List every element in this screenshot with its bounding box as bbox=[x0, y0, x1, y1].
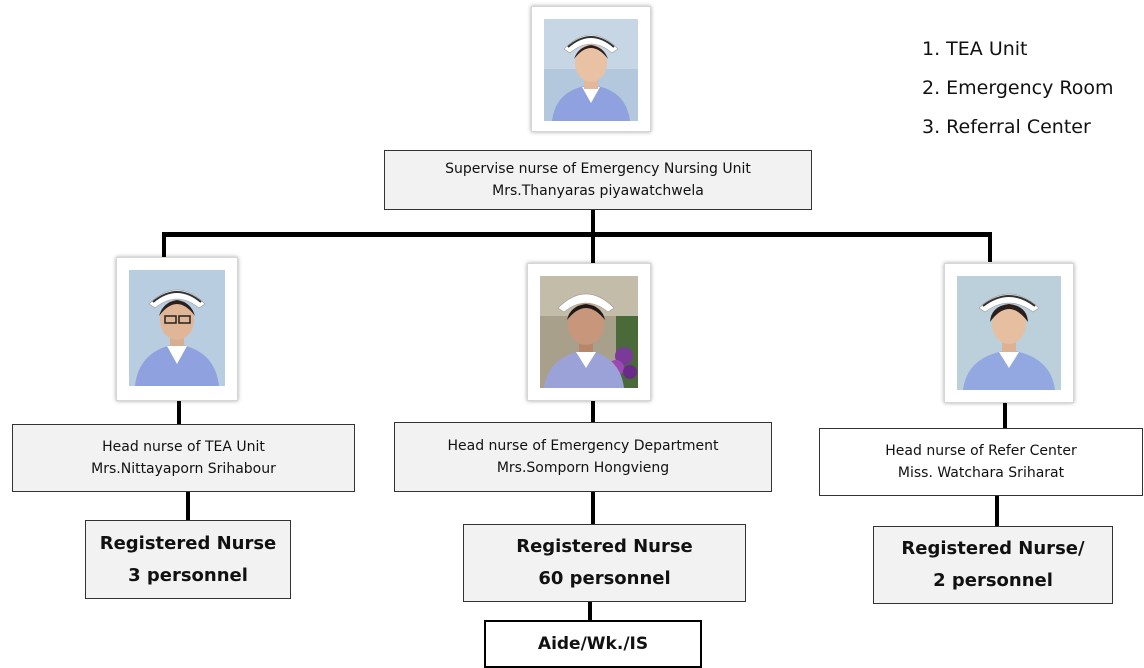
refer-staff-role: Registered Nurse/ bbox=[901, 538, 1085, 559]
tea-staff-count: 3 personnel bbox=[128, 564, 248, 586]
connector-er-photo-to-head bbox=[591, 398, 595, 422]
er-head-box: Head nurse of Emergency Department Mrs.S… bbox=[394, 422, 772, 492]
nurse-portrait-icon bbox=[544, 19, 638, 121]
refer-head-box: Head nurse of Refer Center Miss. Watchar… bbox=[819, 428, 1143, 496]
legend-item-tea-unit: 1. TEA Unit bbox=[922, 38, 1028, 60]
connector-bar-to-er bbox=[591, 232, 595, 264]
tea-staff-role: Registered Nurse bbox=[99, 532, 277, 554]
connector-tea-head-to-staff bbox=[186, 492, 190, 520]
supervisor-name: Mrs.Thanyaras piyawatchwela bbox=[492, 183, 704, 199]
legend-item-emergency-room: 2. Emergency Room bbox=[922, 77, 1114, 99]
supervisor-box: Supervise nurse of Emergency Nursing Uni… bbox=[384, 150, 812, 210]
er-head-name: Mrs.Somporn Hongvieng bbox=[496, 460, 670, 476]
connector-er-head-to-staff bbox=[591, 492, 595, 524]
nurse-portrait-icon bbox=[540, 276, 638, 388]
er-staff-count: 60 personnel bbox=[538, 568, 671, 589]
er-head-title: Head nurse of Emergency Department bbox=[447, 438, 719, 454]
nurse-portrait-icon bbox=[957, 276, 1061, 390]
connector-tea-photo-to-head bbox=[177, 398, 181, 424]
connector-bar-to-refer bbox=[988, 232, 992, 262]
connector-bar-to-tea bbox=[162, 232, 166, 260]
connector-refer-photo-to-head bbox=[1003, 400, 1007, 428]
refer-head-title: Head nurse of Refer Center bbox=[885, 443, 1077, 459]
er-head-photo bbox=[527, 263, 651, 401]
connector-supervisor-to-bar bbox=[591, 208, 595, 234]
refer-staff-box: Registered Nurse/ 2 personnel bbox=[873, 526, 1113, 604]
tea-head-photo bbox=[116, 257, 238, 401]
tea-head-title: Head nurse of TEA Unit bbox=[102, 439, 265, 455]
refer-head-photo bbox=[944, 263, 1074, 403]
refer-staff-count: 2 personnel bbox=[933, 570, 1053, 591]
refer-head-name: Miss. Watchara Sriharat bbox=[897, 465, 1065, 481]
nurse-portrait-icon bbox=[129, 270, 225, 386]
connector-er-staff-to-aide bbox=[588, 602, 592, 622]
supervisor-photo bbox=[531, 6, 651, 132]
supervisor-title: Supervise nurse of Emergency Nursing Uni… bbox=[445, 161, 751, 177]
unit-legend-list: 1. TEA Unit 2. Emergency Room 3. Referra… bbox=[922, 30, 1113, 147]
er-aide-label: Aide/Wk./IS bbox=[537, 634, 649, 654]
er-aide-box: Aide/Wk./IS bbox=[484, 620, 702, 668]
legend-item-referral-center: 3. Referral Center bbox=[922, 116, 1091, 138]
connector-refer-head-to-staff bbox=[995, 496, 999, 526]
tea-head-name: Mrs.Nittayaporn Srihabour bbox=[91, 461, 276, 477]
tea-head-box: Head nurse of TEA Unit Mrs.Nittayaporn S… bbox=[12, 424, 355, 492]
er-staff-box: Registered Nurse 60 personnel bbox=[463, 524, 746, 602]
tea-staff-box: Registered Nurse 3 personnel bbox=[85, 520, 291, 599]
er-staff-role: Registered Nurse bbox=[516, 536, 693, 557]
connector-horizontal-bar bbox=[162, 232, 992, 237]
